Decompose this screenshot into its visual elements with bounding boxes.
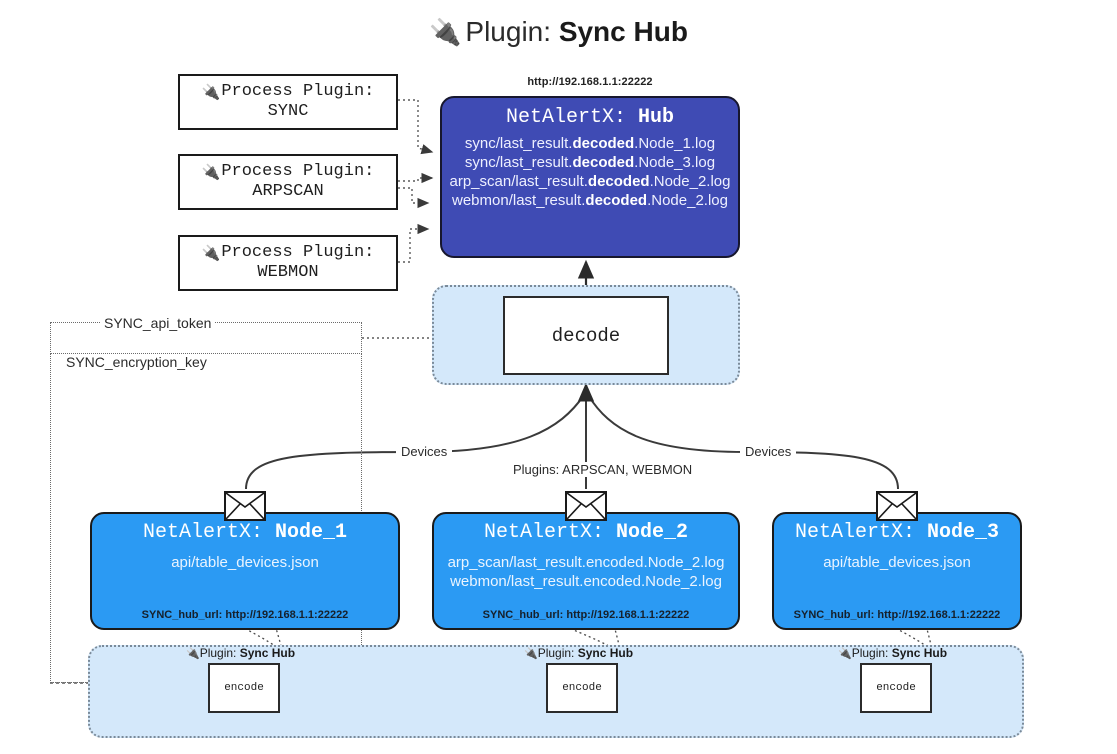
edge-label-devices-left: Devices xyxy=(396,444,453,459)
hub-title-prefix: NetAlertX: xyxy=(505,106,626,129)
process-plugin-arpscan-line1: Process Plugin: xyxy=(221,162,375,182)
node-2-title: NetAlertX: Node_2 xyxy=(483,521,689,544)
plug-icon: 🔌 xyxy=(201,243,221,262)
envelope-icon xyxy=(565,491,607,521)
encoder-3-plugin-label: 🔌Plugin: Sync Hub xyxy=(838,646,948,660)
node-1-hub-url: SYNC_hub_url: http://192.168.1.1:22222 xyxy=(141,609,349,621)
decode-box[interactable]: decode xyxy=(503,296,669,375)
process-plugin-sync-line2: SYNC xyxy=(267,102,309,121)
process-plugin-arpscan-line2: ARPSCAN xyxy=(252,182,324,201)
node-2[interactable]: NetAlertX: Node_2 arp_scan/last_result.e… xyxy=(432,512,740,630)
hub-log-line: sync/last_result.decoded.Node_1.log xyxy=(464,135,716,152)
encoder-2-plugin-label: 🔌Plugin: Sync Hub xyxy=(524,646,634,660)
envelope-icon xyxy=(876,491,918,521)
plug-icon: 🔌 xyxy=(186,647,200,660)
process-plugin-arpscan[interactable]: 🔌 Process Plugin: ARPSCAN xyxy=(178,154,398,210)
edge-label-devices-right: Devices xyxy=(740,444,797,459)
node-line: api/table_devices.json xyxy=(823,554,971,571)
node-1[interactable]: NetAlertX: Node_1 api/table_devices.json… xyxy=(90,512,400,630)
sync-api-token-label: SYNC_api_token xyxy=(100,315,216,331)
hub-log-list: sync/last_result.decoded.Node_1.log sync… xyxy=(442,135,738,209)
plug-icon: 🔌 xyxy=(838,647,852,660)
page-title: 🔌Plugin: Sync Hub xyxy=(0,16,1117,48)
node-1-title: NetAlertX: Node_1 xyxy=(142,521,348,544)
encode-box-3[interactable]: encode xyxy=(860,663,932,713)
hub-log-line: webmon/last_result.decoded.Node_2.log xyxy=(452,192,728,209)
node-line: webmon/last_result.encoded.Node_2.log xyxy=(450,573,722,590)
process-plugin-webmon-line1: Process Plugin: xyxy=(221,243,375,263)
hub-title-name: Hub xyxy=(638,106,675,129)
plug-icon: 🔌 xyxy=(429,17,462,47)
hub-url-label: http://192.168.1.1:22222 xyxy=(527,76,653,88)
plug-icon: 🔌 xyxy=(524,647,538,660)
page-title-name: Sync Hub xyxy=(558,16,688,47)
hub-title: NetAlertX: Hub xyxy=(442,106,738,129)
node-3[interactable]: NetAlertX: Node_3 api/table_devices.json… xyxy=(772,512,1022,630)
node-3-lines: api/table_devices.json xyxy=(774,554,1020,571)
plug-icon: 🔌 xyxy=(201,82,221,101)
hub-log-line: sync/last_result.decoded.Node_3.log xyxy=(464,154,716,171)
sync-encryption-key-label: SYNC_encryption_key xyxy=(62,354,211,370)
encode-box-1[interactable]: encode xyxy=(208,663,280,713)
encode-box-2[interactable]: encode xyxy=(546,663,618,713)
hub-log-line: arp_scan/last_result.decoded.Node_2.log xyxy=(449,173,731,190)
edge-label-plugins: Plugins: ARPSCAN, WEBMON xyxy=(508,462,698,477)
page-title-prefix: Plugin: xyxy=(465,16,552,47)
node-2-hub-url: SYNC_hub_url: http://192.168.1.1:22222 xyxy=(482,609,690,621)
node-3-title: NetAlertX: Node_3 xyxy=(794,521,1000,544)
hub-node[interactable]: NetAlertX: Hub sync/last_result.decoded.… xyxy=(440,96,740,258)
process-plugin-sync[interactable]: 🔌 Process Plugin: SYNC xyxy=(178,74,398,130)
process-plugin-webmon-line2: WEBMON xyxy=(257,263,319,282)
encoder-1-plugin-label: 🔌Plugin: Sync Hub xyxy=(186,646,296,660)
process-plugin-webmon[interactable]: 🔌 Process Plugin: WEBMON xyxy=(178,235,398,291)
process-plugin-sync-line1: Process Plugin: xyxy=(221,82,375,102)
node-line: api/table_devices.json xyxy=(171,554,319,571)
envelope-icon xyxy=(224,491,266,521)
node-line: arp_scan/last_result.encoded.Node_2.log xyxy=(447,554,725,571)
node-2-lines: arp_scan/last_result.encoded.Node_2.log … xyxy=(434,554,738,590)
node-1-lines: api/table_devices.json xyxy=(92,554,398,571)
node-3-hub-url: SYNC_hub_url: http://192.168.1.1:22222 xyxy=(793,609,1001,621)
plug-icon: 🔌 xyxy=(201,162,221,181)
